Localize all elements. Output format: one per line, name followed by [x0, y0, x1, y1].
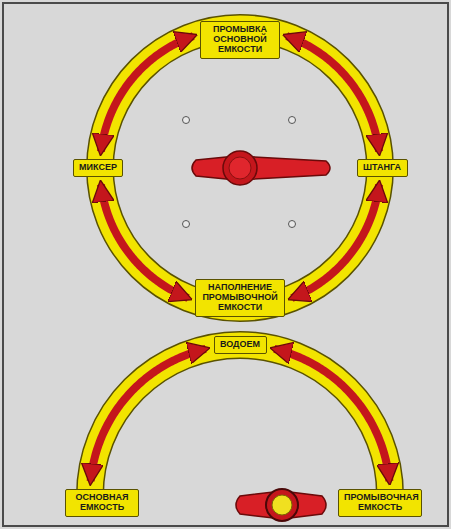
screw — [289, 117, 296, 124]
selector-position-label: ПРОМЫВОЧНАЯ ЕМКОСТЬ — [338, 489, 422, 517]
position-text: ОСНОВНАЯ ЕМКОСТЬ — [71, 493, 133, 513]
dial-ring — [100, 28, 380, 308]
double-arrow — [101, 36, 193, 151]
panel-frame — [3, 3, 448, 526]
double-arrow — [101, 184, 188, 298]
position-text: ВОДОЕМ — [220, 340, 261, 350]
double-arrow — [287, 36, 379, 151]
selector-position-label: ШТАНГА — [357, 159, 408, 177]
dial-arc — [90, 345, 390, 495]
selector-position-label: МИКСЕР — [73, 159, 123, 177]
position-text: ПРОМЫВОЧНАЯ ЕМКОСТЬ — [344, 493, 416, 513]
position-text: ШТАНГА — [363, 163, 402, 173]
screw — [183, 117, 190, 124]
selector-position-label: ОСНОВНАЯ ЕМКОСТЬ — [65, 489, 139, 517]
double-arrow — [91, 349, 206, 481]
dial-arc-outline — [90, 345, 390, 495]
double-arrow — [274, 349, 389, 481]
double-arrow — [292, 184, 379, 298]
dial-ring-outline — [100, 28, 380, 308]
selector-lever — [192, 151, 330, 185]
position-text: ПРОМЫВКА ОСНОВНОЙ ЕМКОСТИ — [206, 25, 274, 55]
selector-position-label: ПРОМЫВКА ОСНОВНОЙ ЕМКОСТИ — [200, 21, 280, 59]
selector-position-label: ВОДОЕМ — [214, 336, 267, 354]
position-text: НАПОЛНЕНИЕ ПРОМЫВОЧНОЙ ЕМКОСТИ — [201, 283, 279, 313]
screw — [289, 221, 296, 228]
selector-position-label: НАПОЛНЕНИЕ ПРОМЫВОЧНОЙ ЕМКОСТИ — [195, 279, 285, 317]
selector-lever — [236, 489, 326, 521]
screw — [183, 221, 190, 228]
position-text: МИКСЕР — [79, 163, 117, 173]
